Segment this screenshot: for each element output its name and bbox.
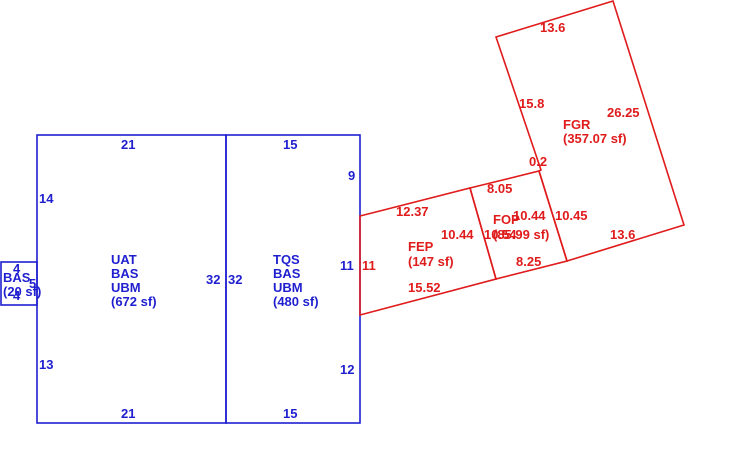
fgr-dim-bottom: 13.6 [610,227,635,242]
tqs-dim-right-mid: 11 [340,258,354,273]
fep-label: FEP [408,239,434,254]
fep-dim-top: 12.37 [396,204,429,219]
area-tqs[interactable]: 15 15 32 9 11 12 TQS BAS UBM (480 sf) [225,134,361,424]
area-fgr[interactable]: 13.6 13.6 15.8 26.25 10.45 FGR (357.07 s… [494,0,686,262]
fgr-outline [494,0,686,262]
tqs-area: (480 sf) [273,294,319,309]
uat-dim-bottom: 21 [121,406,135,421]
tqs-dim-bottom: 15 [283,406,297,421]
bas-small-dim-bottom: 4 [13,288,21,303]
fgr-dim-top: 13.6 [540,20,565,35]
tqs-dim-right-upper: 9 [348,168,355,183]
fep-area: (147 sf) [408,254,454,269]
fgr-dim-inner: 10.45 [555,208,588,223]
tqs-dim-top: 15 [283,137,297,152]
fgr-area: (357.07 sf) [563,131,627,146]
uat-label-3: UBM [111,280,141,295]
bas-small-dim-top: 4 [13,261,21,276]
uat-area: (672 sf) [111,294,157,309]
fop-dim-right: 10.44 [513,208,546,223]
tqs-dim-left: 32 [228,272,242,287]
bas-small-label: BAS [3,270,31,285]
fep-dim-right: 10.44 [441,227,474,242]
area-bas-small[interactable]: 4 4 5 BAS (20 sf) [0,261,41,306]
uat-dim-left-upper: 14 [39,191,54,206]
fep-dim-left: 11 [362,258,376,273]
fop-label: FOP [493,212,520,227]
uat-dim-top: 21 [121,137,135,152]
fop-area: (85.99 sf) [493,227,549,242]
uat-label-1: UAT [111,252,137,267]
bas-small-area: (20 sf) [3,284,41,299]
fop-dim-bottom: 8.25 [516,254,541,269]
uat-dim-left-lower: 13 [39,357,53,372]
fgr-dim-right: 26.25 [607,105,640,120]
area-uat[interactable]: 21 21 14 13 32 UAT BAS UBM (672 sf) [36,134,227,424]
uat-dim-right: 32 [206,272,220,287]
fop-dim-left: 10.54 [484,227,517,242]
fgr-label: FGR [563,117,591,132]
fgr-dim-left: 15.8 [519,96,544,111]
fop-dim-top: 8.05 [487,181,512,196]
bas-small-dim-right: 5 [29,276,36,291]
fep-dim-bottom: 15.52 [408,280,441,295]
tqs-label-2: BAS [273,266,301,281]
tqs-label-3: UBM [273,280,303,295]
uat-label-2: BAS [111,266,139,281]
tqs-label-1: TQS [273,252,300,267]
tqs-dim-right-lower: 12 [340,362,354,377]
